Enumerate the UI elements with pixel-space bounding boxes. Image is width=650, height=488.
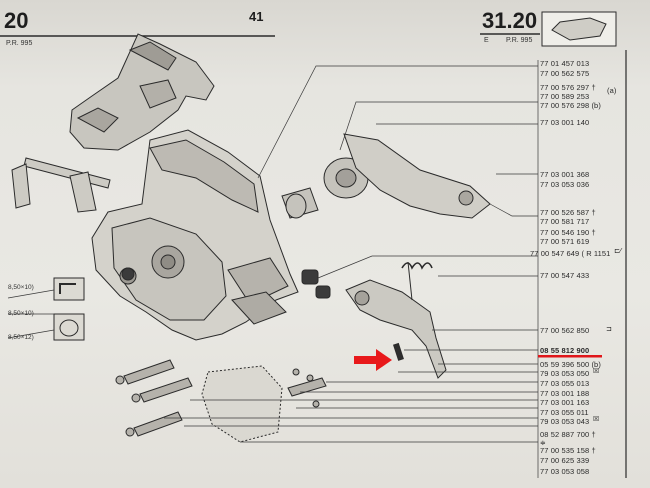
note-symbol: ⊐ [606,325,612,333]
part-number: 77 00 625 339 [540,456,590,465]
note-symbol: ☒ [593,415,600,423]
part-number: 77 03 053 058 [540,467,590,476]
part-number: 05 59 396 500 (b) [540,360,601,369]
part-number: 79 03 053 050 [540,369,590,378]
part-number: 77 03 053 036 [540,180,590,189]
highlight-arrow [354,349,392,371]
part-number: 77 03 001 368 [540,170,590,179]
part-number: 77 00 562 575 [540,69,590,78]
page-revision-right: P.R. 995 [506,37,533,44]
page-code-left: 20 [4,8,29,33]
dimension-ref: 8,50×10) [8,310,34,317]
dimension-ref: 8,50×12) [8,334,34,341]
part-note: (a) [607,86,617,95]
bottom-cover [201,365,283,443]
part-number: 77 00 576 298 (b) [540,101,601,110]
note-symbol: ≑ [540,439,546,447]
callout-box-seals [53,277,85,341]
part-number: 77 00 576 297 † [540,83,596,92]
part-number: 77 00 535 158 † [540,446,596,455]
part-number: 77 00 562 850 [540,326,590,335]
part-number: 77 01 457 013 [540,59,590,68]
part-number: 77 03 001 163 [540,398,590,407]
page-revision-left: P.R. 995 [6,40,33,47]
part-number: 77 00 546 190 † [540,228,596,237]
part-number-highlighted: 08 55 812 900 [540,346,590,355]
release-bracket [343,133,491,219]
part-number: 77 00 547 433 [540,271,590,280]
part-number: 77 00 526 587 † [540,208,596,217]
clutch-housing [91,129,299,341]
part-number: 77 00 571 619 [540,237,590,246]
center-section-mark: 41 [249,9,264,24]
page-code-right-e: E [484,37,489,44]
dimension-ref: 8,50×10) [8,284,34,291]
part-number: 77 00 581 717 [540,217,590,226]
highlight-underline [538,355,602,358]
part-number: 77 03 001 188 [540,389,590,398]
clutch-fork [345,279,447,379]
part-number: 08 52 887 700 † [540,430,596,439]
shift-fork-left [11,157,111,213]
gearbox-thumbnail [69,33,215,151]
note-symbol: ☒ [593,367,600,375]
part-number: 77 03 055 011 [540,408,589,417]
part-number: 77 00 547 649 ( R 1151 [530,249,611,258]
part-number: 77 03 001 140 [540,118,590,127]
bolt-group [115,359,327,437]
note-symbol: ⊏⁄ [614,247,622,255]
release-bearing [281,157,369,219]
page-code-right: 31.20 [482,8,538,33]
return-spring [401,262,433,270]
part-number: 79 03 053 043 [540,417,590,426]
part-number: 77 00 589 253 [540,92,590,101]
part-number: 77 03 055 013 [540,379,590,388]
highlighted-pin [392,342,404,361]
